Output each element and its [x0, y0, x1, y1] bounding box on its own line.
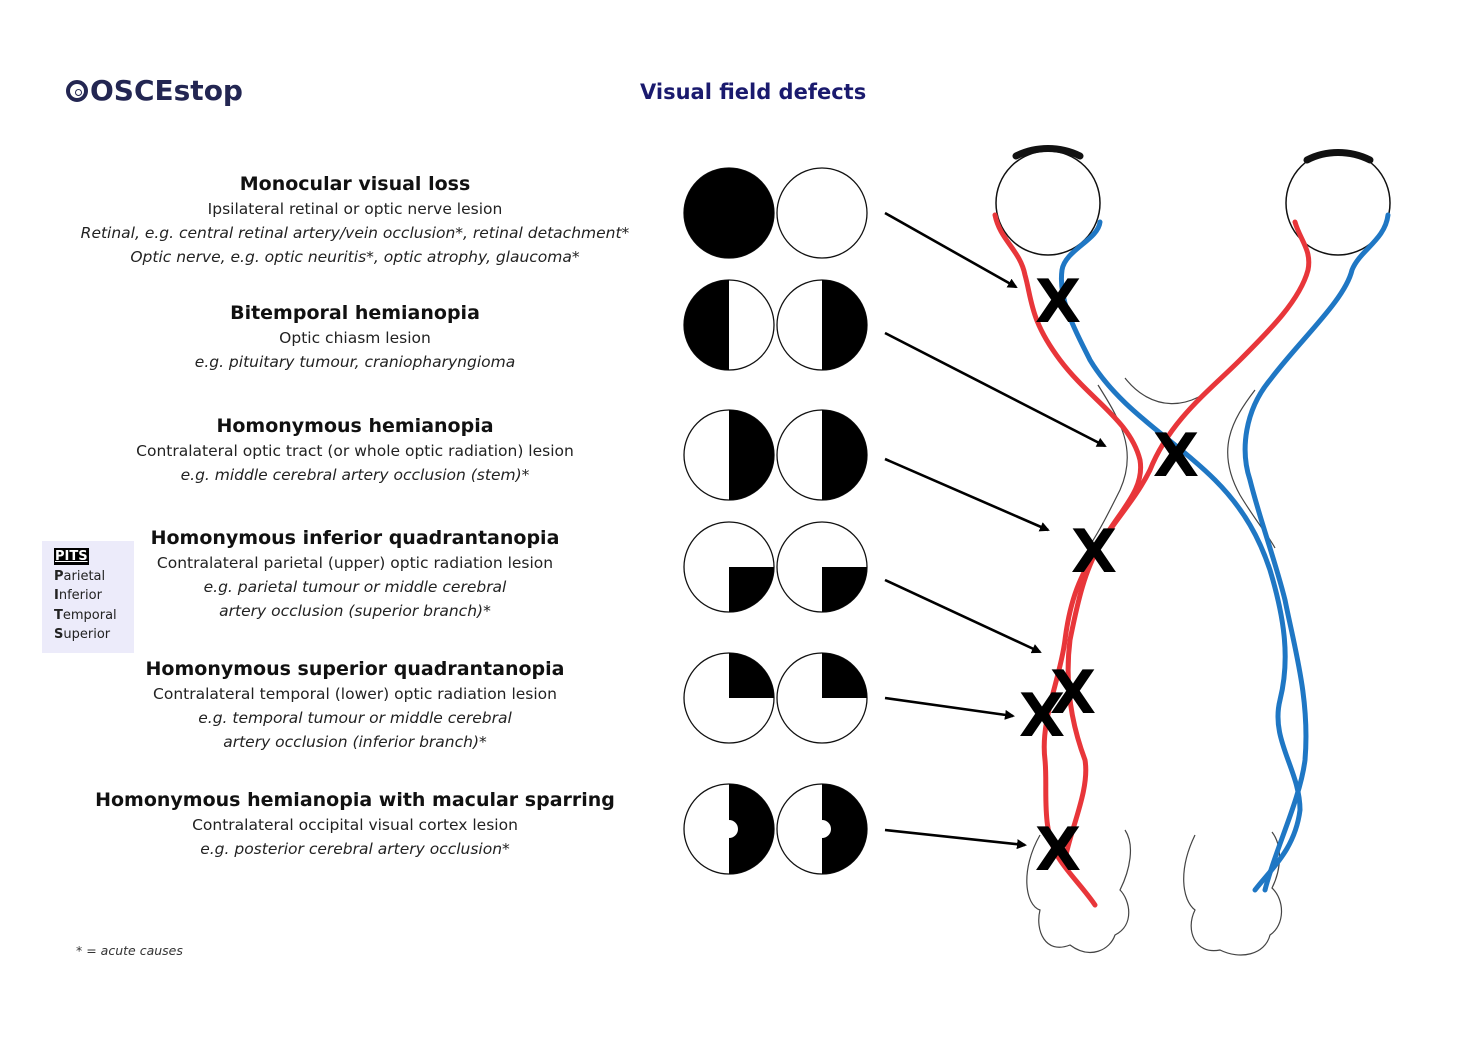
- mnemonic-rest: emporal: [62, 607, 117, 623]
- left-eyelid-icon: [1012, 145, 1084, 160]
- lesion-arrow: [884, 696, 1015, 720]
- defect-name: Homonymous hemianopia with macular sparr…: [95, 789, 615, 811]
- defect-name: Homonymous hemianopia: [216, 415, 494, 437]
- chiasm-outline-left: [1089, 384, 1128, 546]
- left-eye-field: [683, 521, 775, 613]
- left-eye-field: [683, 167, 775, 259]
- left-eye-field: [683, 279, 775, 371]
- left-eye-field: [683, 652, 775, 744]
- defect-description-line: artery occlusion (inferior branch)*: [223, 733, 487, 751]
- defect-description-line: Retinal, e.g. central retinal artery/vei…: [80, 224, 630, 242]
- nasal-fibre-right-eye: [1242, 212, 1391, 893]
- footnote: * = acute causes: [76, 943, 183, 958]
- right-eye-field: [776, 409, 868, 501]
- defect-description-line: Optic chiasm lesion: [279, 329, 431, 347]
- field-loss-macular-sparing: [822, 784, 867, 874]
- field-loss-superior-quadrant: [822, 653, 867, 698]
- lesion-arrow: [884, 331, 1107, 448]
- defect-description-line: e.g. temporal tumour or middle cerebral: [198, 709, 512, 727]
- field-loss-superior-quadrant: [729, 653, 774, 698]
- field-loss-right-half: [822, 280, 867, 370]
- right-eye-field: [776, 652, 868, 744]
- eyelids: [1012, 145, 1374, 164]
- mnemonic-rest: arietal: [63, 568, 106, 584]
- defect-description-line: Contralateral parietal (upper) optic rad…: [156, 554, 554, 572]
- right-eye-field: [776, 167, 868, 259]
- lesion-arrows: [884, 211, 1107, 850]
- lesion-arrow: [884, 828, 1027, 850]
- logo-mark-icon: [66, 79, 88, 102]
- left-eye-field: [683, 783, 775, 875]
- defect-description-line: e.g. middle cerebral artery occlusion (s…: [180, 466, 530, 484]
- defect-description-line: Contralateral occipital visual cortex le…: [192, 816, 518, 834]
- mnemonic-rest: uperior: [63, 627, 111, 642]
- defect-description-line: e.g. pituitary tumour, craniopharyngioma: [194, 353, 516, 371]
- occipital-left-outline: [1026, 829, 1131, 953]
- mnemonic-letter: S: [54, 627, 64, 642]
- field-circle: [776, 167, 868, 259]
- lesion-arrow: [884, 211, 1018, 289]
- field-loss-inferior-quadrant: [729, 567, 774, 612]
- field-loss-inferior-quadrant: [822, 567, 867, 612]
- defect-description-line: e.g. posterior cerebral artery occlusion…: [200, 840, 510, 858]
- lesion-marker: X: [1019, 681, 1065, 751]
- osce-stop-logo: OSCEstop: [66, 74, 243, 107]
- mnemonic-item: Temporal: [54, 606, 134, 626]
- lesion-arrow: [884, 457, 1050, 532]
- mnemonic-letter: P: [54, 568, 64, 584]
- field-loss-left-half: [684, 280, 729, 370]
- lesion-marker: X: [1050, 658, 1096, 728]
- brain-outline: [1026, 375, 1283, 956]
- logo-text: OSCEstop: [90, 74, 243, 107]
- right-eye-field: [776, 521, 868, 613]
- field-loss-right-half: [729, 410, 774, 500]
- right-eye-field: [776, 783, 868, 875]
- lesion-marker: X: [1035, 815, 1081, 885]
- mnemonic-item: Parietal: [54, 567, 134, 587]
- right-eye-field: [776, 279, 868, 371]
- defect-description-line: Contralateral temporal (lower) optic rad…: [153, 685, 557, 703]
- field-loss-full: [684, 168, 774, 258]
- lesion-marker: X: [1035, 267, 1081, 337]
- defect-name: Bitemporal hemianopia: [230, 302, 480, 324]
- mnemonic-letter: T: [54, 607, 63, 623]
- field-loss-right-half: [822, 410, 867, 500]
- visual-field-diagrams: [683, 167, 868, 875]
- defect-name: Monocular visual loss: [239, 173, 471, 195]
- lesion-arrow: [884, 578, 1042, 654]
- eyeballs: [995, 150, 1391, 256]
- lesion-marker: X: [1071, 517, 1117, 587]
- defect-name: Homonymous inferior quadrantanopia: [150, 527, 560, 549]
- defect-entry: Homonymous hemianopia with macular sparr…: [45, 787, 665, 861]
- mnemonic-title: PITS: [54, 548, 89, 565]
- defect-name: Homonymous superior quadrantanopia: [145, 658, 565, 680]
- mnemonic-item: Inferior: [54, 586, 134, 606]
- logo-wordmark: OSCEstop: [90, 74, 243, 107]
- defect-description-line: artery occlusion (superior branch)*: [219, 602, 491, 620]
- mnemonic-rest: nferior: [58, 588, 102, 603]
- occipital-right-outline: [1183, 831, 1283, 956]
- right-eyelid-icon: [1303, 149, 1374, 164]
- field-loss-macular-sparing: [729, 784, 774, 874]
- defect-description-line: e.g. parietal tumour or middle cerebral: [203, 578, 507, 596]
- defect-description-line: Contralateral optic tract (or whole opti…: [136, 442, 574, 460]
- page-title: Visual field defects: [640, 80, 867, 104]
- left-eyeball: [995, 150, 1101, 256]
- defect-description-line: Ipsilateral retinal or optic nerve lesio…: [207, 200, 503, 218]
- left-eye-field: [683, 409, 775, 501]
- mnemonic-item: Superior: [54, 625, 134, 645]
- mnemonic-letter: I: [54, 588, 59, 603]
- defect-description-line: Optic nerve, e.g. optic neuritis*, optic…: [130, 248, 580, 266]
- temporal-fibre-right-eye: [1062, 219, 1312, 863]
- lesion-marker: X: [1153, 421, 1199, 491]
